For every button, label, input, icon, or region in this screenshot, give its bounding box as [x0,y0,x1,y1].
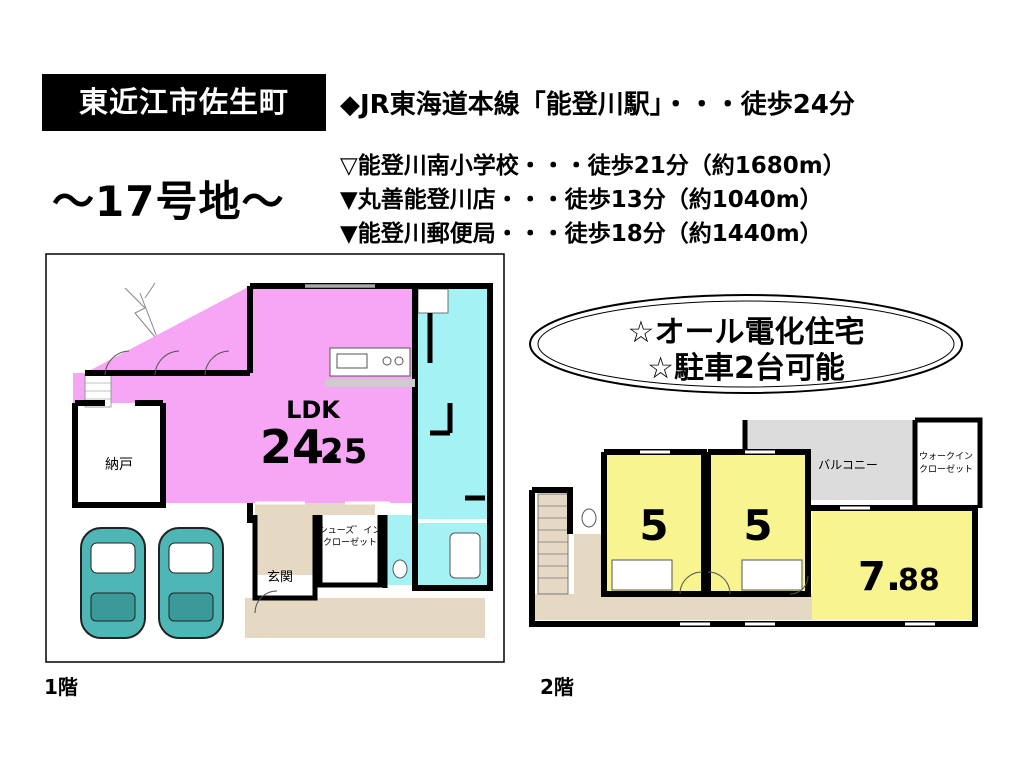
stair-2f [537,493,569,595]
car-2 [158,527,224,639]
area-title: 東近江市佐生町 [42,74,326,131]
hallway-2f [530,594,812,620]
poi-school: ▽能登川南小学校・・・徒歩21分（約1680m） [340,153,846,179]
floor-1-label: 1階 [44,675,78,699]
floor-2-label: 2階 [540,675,574,699]
room-a-size: 5 [639,501,668,550]
room-b-size: 5 [743,501,772,550]
entrance-floor [255,515,315,575]
walls-2f [529,449,978,627]
bathtub-icon [449,532,481,579]
balcony-label: バルコニー [818,458,878,472]
ldk-label: LDK [286,396,341,424]
feature-all-electric: ☆オール電化住宅 [627,315,865,350]
storage-label: 納戸 [105,457,133,473]
kitchen-counter [329,347,411,377]
wic-label-2: クローゼット [919,463,973,475]
ldk-size-dec: 25 [320,432,367,472]
entrance-door-swing [254,590,278,614]
walls-wic [742,417,983,508]
shoe-closet-label-1: シューズ゛イン [319,524,382,536]
stove-icon [382,356,392,366]
walk-in-closet [915,422,977,510]
closet-a [611,559,673,591]
walls-entrance [252,515,388,601]
fridge-space [417,288,449,314]
room-c-size-int: 7. [858,554,901,600]
closet-b [741,559,803,591]
car-1 [80,527,146,639]
site-boundary [45,253,505,663]
landing-2f [574,534,604,594]
shoe-closet [320,515,380,585]
bedroom-c [812,510,972,620]
door-swings-2f [679,571,731,595]
wic-label-1: ウォークイン [919,451,973,462]
porch [245,598,485,638]
feature-oval [529,294,963,394]
toilet-2f-icon [581,508,597,528]
walls-storage [72,400,166,508]
hall-corridor [255,503,375,515]
ldk-main [250,286,415,503]
poi-post-office: ▼能登川郵便局・・・徒歩18分（約1440m） [340,221,823,247]
entrance-label: 玄関 [267,570,293,585]
lot-number-title: ～17号地～ [52,177,285,226]
station-access: ◆JR東海道本線「能登川駅」・・・徒歩24分 [340,90,855,120]
shoe-closet-label-2: クローゼット [323,536,377,548]
feature-parking: ☆駐車2台可能 [647,351,845,386]
storage-room [75,403,163,503]
walls-wet [412,283,493,591]
room-c-size-dec: 88 [898,563,940,598]
door-swing-1 [104,350,130,376]
floor-plan-2f: 5 5 7. 88 バルコニー ウォークイン クローゼット [529,417,983,627]
floor-plan-1f: LDK 24. 25 納戸 シューズ゛イン クローゼット 玄関 [45,253,505,663]
kitchen-island [325,379,415,387]
sink-icon [336,353,368,369]
toilet-icon [392,559,408,579]
ldk-size-int: 24. [260,420,342,474]
poi-store: ▼丸善能登川店・・・徒歩13分（約1040m） [340,187,823,213]
walls-interior [427,313,485,501]
